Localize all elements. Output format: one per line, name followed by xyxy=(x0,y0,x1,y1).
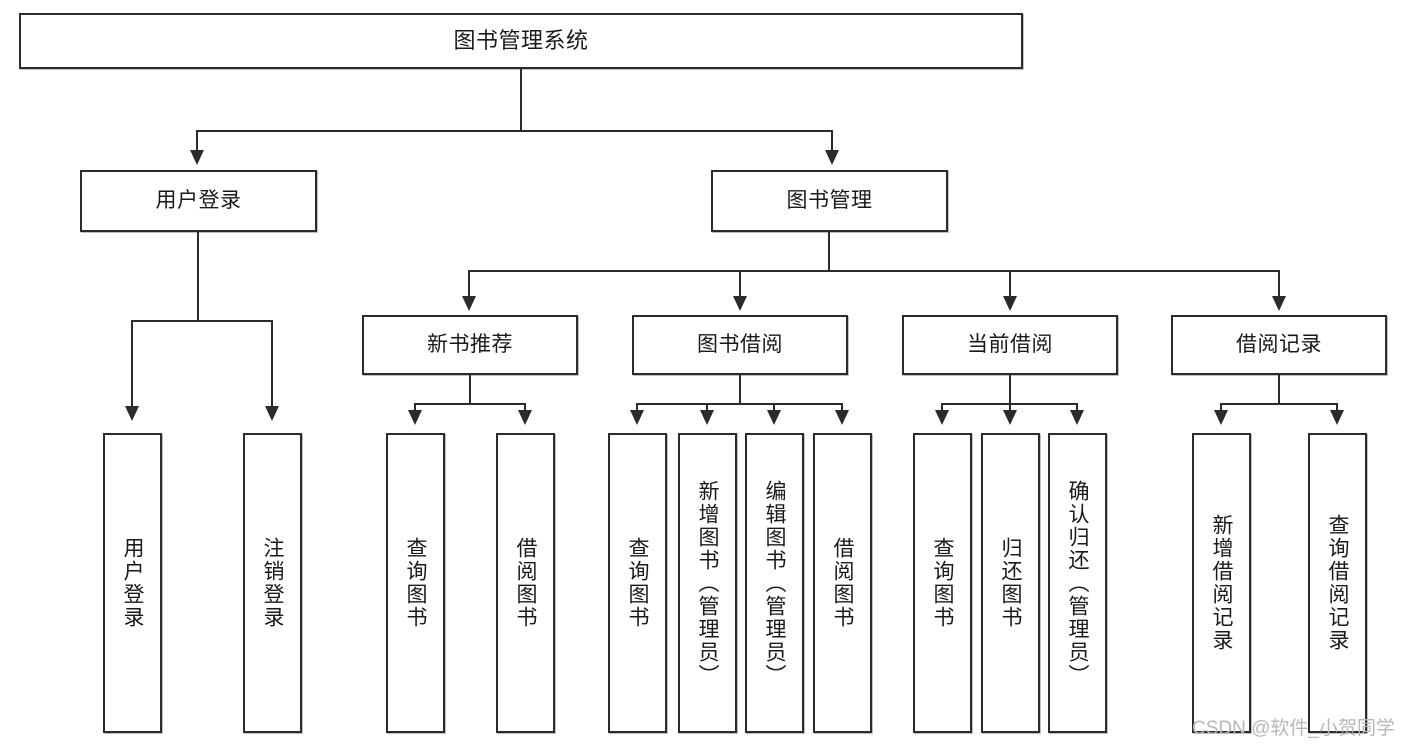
connector-br-drop-2 xyxy=(1336,403,1338,411)
arrow-to-leaf-bb-query xyxy=(630,410,644,425)
connector-root-stem xyxy=(520,69,522,131)
node-label: 注销登录 xyxy=(261,537,284,629)
node-label: 用户登录 xyxy=(155,188,242,212)
arrow-to-leaf-bb-add xyxy=(700,410,714,425)
connector-bb-drop-1 xyxy=(636,403,638,411)
node-label: 图书管理 xyxy=(786,188,873,212)
connector-user-login-bus xyxy=(131,320,273,322)
arrow-to-leaf-cb-query xyxy=(935,410,949,425)
leaf-bb-borrow-book[interactable]: 借阅图书 xyxy=(813,433,872,733)
node-label: 借阅记录 xyxy=(1236,332,1322,356)
connector-root-bus xyxy=(196,130,833,132)
node-label: 查询借阅记录 xyxy=(1326,514,1349,652)
node-label: 图书借阅 xyxy=(697,332,783,356)
leaf-nbr-borrow-book[interactable]: 借阅图书 xyxy=(496,433,555,733)
node-new-book-recommend[interactable]: 新书推荐 xyxy=(362,315,578,375)
leaf-bb-query-book[interactable]: 查询图书 xyxy=(608,433,667,733)
connector-bb-drop-3 xyxy=(773,403,775,411)
connector-root-drop-2 xyxy=(831,130,833,152)
leaf-cb-confirm-return[interactable]: 确认归还（管理员） xyxy=(1048,433,1107,733)
leaf-br-query-record[interactable]: 查询借阅记录 xyxy=(1308,433,1367,733)
connector-user-login-drop-2 xyxy=(271,320,273,408)
connector-user-login-drop-1 xyxy=(131,320,133,408)
connector-nbr-drop-1 xyxy=(414,403,416,411)
leaf-logout[interactable]: 注销登录 xyxy=(243,433,302,733)
arrow-to-leaf-nbr-query xyxy=(408,410,422,425)
node-label: 借阅图书 xyxy=(514,537,537,629)
connector-br-stem xyxy=(1278,375,1280,405)
connector-nbr-stem xyxy=(469,375,471,405)
connector-l3-drop-2 xyxy=(739,270,741,298)
node-label: 新增图书（管理员） xyxy=(696,479,719,687)
connector-l3-drop-3 xyxy=(1009,270,1011,298)
arrow-to-user-login xyxy=(190,150,204,165)
node-label: 查询图书 xyxy=(931,537,954,629)
leaf-cb-return-book[interactable]: 归还图书 xyxy=(981,433,1040,733)
node-label: 归还图书 xyxy=(999,537,1022,629)
leaf-nbr-query-book[interactable]: 查询图书 xyxy=(386,433,445,733)
node-user-login[interactable]: 用户登录 xyxy=(80,170,317,232)
connector-br-bus xyxy=(1220,403,1338,405)
node-book-management[interactable]: 图书管理 xyxy=(711,170,948,232)
arrow-to-new-book-recommend xyxy=(462,296,476,311)
arrow-to-leaf-bb-borrow xyxy=(835,410,849,425)
node-current-borrow[interactable]: 当前借阅 xyxy=(902,315,1118,375)
leaf-br-add-record[interactable]: 新增借阅记录 xyxy=(1192,433,1251,733)
arrow-to-current-borrow xyxy=(1003,296,1017,311)
leaf-bb-edit-book[interactable]: 编辑图书（管理员） xyxy=(745,433,804,733)
connector-root-drop-1 xyxy=(196,130,198,152)
node-root-system[interactable]: 图书管理系统 xyxy=(19,13,1023,69)
connector-nbr-bus xyxy=(414,403,526,405)
arrow-to-leaf-cb-return xyxy=(1003,410,1017,425)
arrow-to-leaf-br-query xyxy=(1330,410,1344,425)
connector-cb-drop-1 xyxy=(941,403,943,411)
node-label: 图书管理系统 xyxy=(453,28,589,54)
arrow-to-leaf-cb-confirm xyxy=(1070,410,1084,425)
node-label: 查询图书 xyxy=(626,537,649,629)
connector-l3-drop-1 xyxy=(468,270,470,298)
node-label: 借阅图书 xyxy=(831,537,854,629)
connector-bb-bus xyxy=(636,403,843,405)
node-label: 确认归还（管理员） xyxy=(1066,479,1089,687)
connector-cb-drop-3 xyxy=(1076,403,1078,411)
connector-l3-drop-4 xyxy=(1278,270,1280,298)
connector-cb-stem xyxy=(1009,375,1011,405)
leaf-user-login[interactable]: 用户登录 xyxy=(103,433,162,733)
arrow-to-leaf-logout xyxy=(265,406,279,421)
node-borrow-record[interactable]: 借阅记录 xyxy=(1171,315,1387,375)
node-label: 新书推荐 xyxy=(427,332,513,356)
connector-user-login-stem xyxy=(197,232,199,322)
node-book-borrow[interactable]: 图书借阅 xyxy=(632,315,848,375)
connector-bb-drop-2 xyxy=(706,403,708,411)
leaf-bb-add-book[interactable]: 新增图书（管理员） xyxy=(678,433,737,733)
arrow-to-book-borrow xyxy=(733,296,747,311)
connector-br-drop-1 xyxy=(1220,403,1222,411)
connector-book-manage-stem xyxy=(828,232,830,272)
node-label: 查询图书 xyxy=(404,537,427,629)
node-label: 新增借阅记录 xyxy=(1210,514,1233,652)
node-label: 用户登录 xyxy=(121,537,144,629)
connector-nbr-drop-2 xyxy=(524,403,526,411)
connector-bb-drop-4 xyxy=(841,403,843,411)
node-label: 编辑图书（管理员） xyxy=(763,479,786,687)
connector-book-manage-bus xyxy=(468,270,1279,272)
arrow-to-leaf-nbr-borrow xyxy=(518,410,532,425)
connector-cb-drop-2 xyxy=(1009,403,1011,411)
connector-bb-stem xyxy=(739,375,741,405)
arrow-to-book-manage xyxy=(825,150,839,165)
arrow-to-borrow-record xyxy=(1272,296,1286,311)
arrow-to-leaf-bb-edit xyxy=(767,410,781,425)
watermark-credit: CSDN @软件_小贺同学 xyxy=(1192,718,1395,739)
leaf-cb-query-book[interactable]: 查询图书 xyxy=(913,433,972,733)
arrow-to-leaf-user-login xyxy=(125,406,139,421)
node-label: 当前借阅 xyxy=(967,332,1053,356)
arrow-to-leaf-br-add xyxy=(1214,410,1228,425)
